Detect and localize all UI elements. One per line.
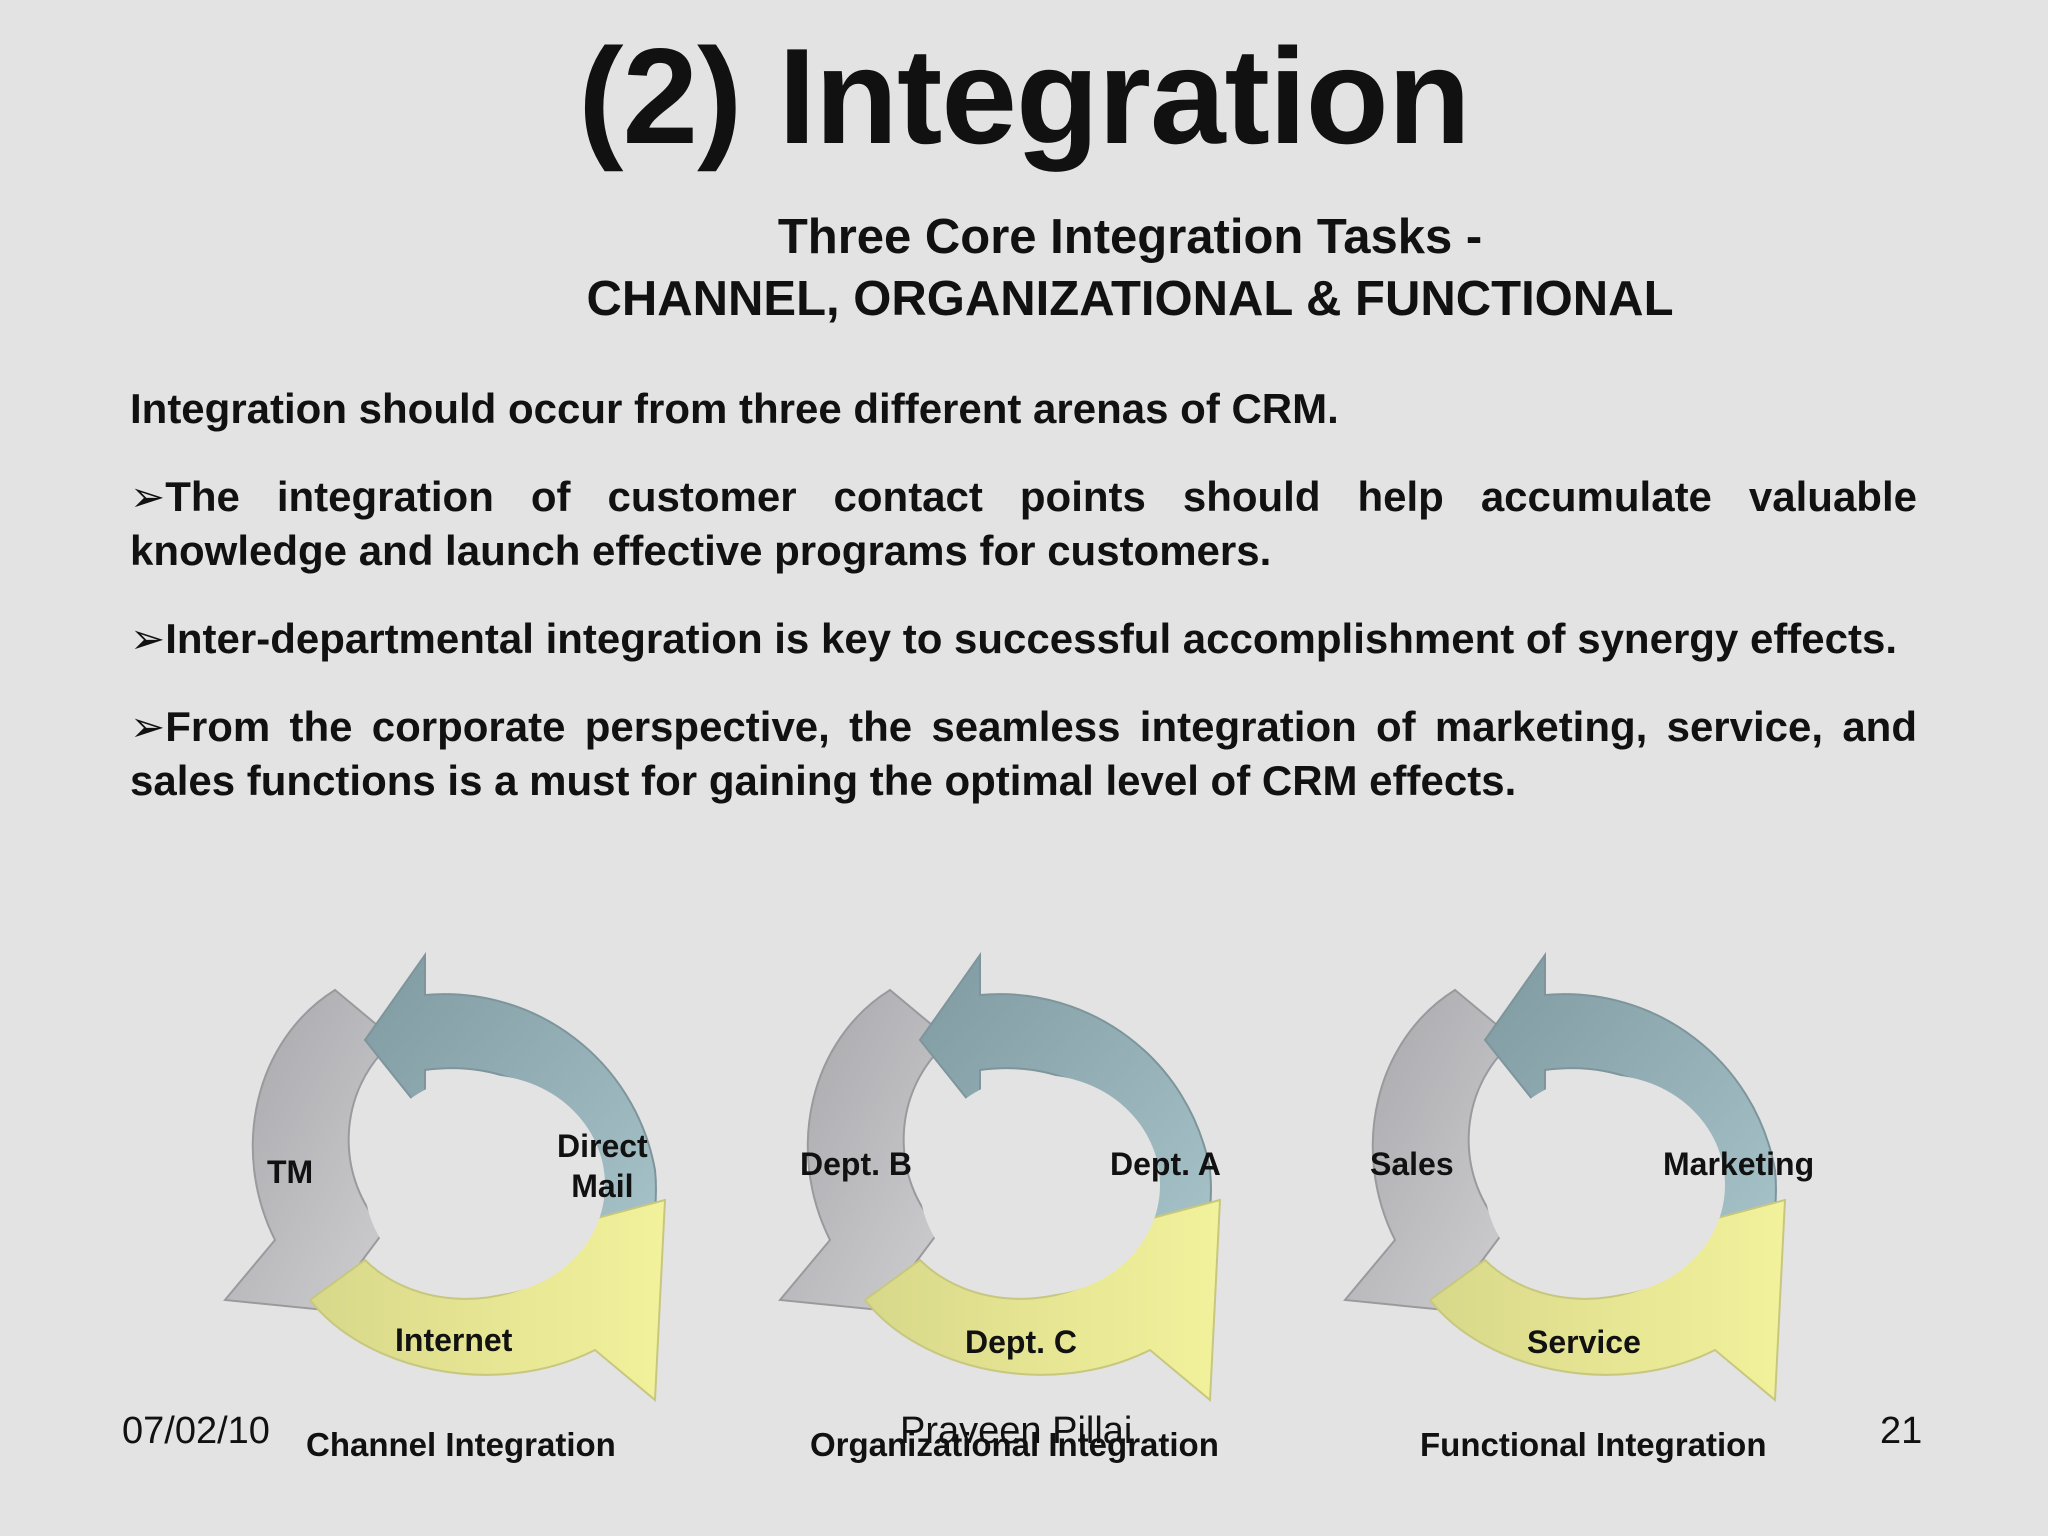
functional-integration-cycle: Sales Marketing Service <box>1335 930 1855 1410</box>
cycle-label-left: Sales <box>1370 1146 1454 1182</box>
subtitle-line-2: CHANNEL, ORGANIZATIONAL & FUNCTIONAL <box>586 272 1674 326</box>
arrowhead-bullet-icon: ➢ <box>130 703 166 750</box>
arrowhead-bullet-icon: ➢ <box>130 473 166 520</box>
caption-organizational-integration: Organizational Integration <box>810 1426 1219 1463</box>
channel-integration-cycle: TM Direct Mail Internet <box>215 930 735 1410</box>
cycle-label-right: Marketing <box>1663 1146 1815 1182</box>
intro-paragraph: Integration should occur from three diff… <box>130 385 1339 432</box>
footer-page-number: 21 <box>1880 1410 1923 1452</box>
subtitle-line-1: Three Core Integration Tasks - <box>777 210 1483 264</box>
cycle-label-right: Dept. A <box>1110 1146 1221 1182</box>
organizational-integration-cycle: Dept. B Dept. A Dept. C <box>770 930 1290 1410</box>
caption-channel-integration: Channel Integration <box>306 1426 616 1463</box>
slide-body: Integration should occur from three diff… <box>130 382 1917 842</box>
cycle-label-left: Dept. B <box>800 1146 912 1182</box>
bullet-item: ➢From the corporate perspective, the sea… <box>130 700 1917 808</box>
cycle-arrows-icon <box>1343 951 1787 1403</box>
bullet-item: ➢Inter-departmental integration is key t… <box>130 612 1917 666</box>
caption-functional-integration: Functional Integration <box>1420 1426 1767 1463</box>
footer-author: Praveen Pillai <box>900 1410 1133 1452</box>
cycle-arrows-icon <box>223 951 667 1403</box>
footer-date: 07/02/10 <box>122 1410 270 1452</box>
slide-subtitle: Three Core Integration Tasks - CHANNEL, … <box>420 206 1840 330</box>
bullet-text: Inter-departmental integration is key to… <box>165 615 1898 662</box>
arrowhead-bullet-icon: ➢ <box>130 615 166 662</box>
bullet-text: The integration of customer contact poin… <box>130 473 1917 574</box>
cycle-label-bottom: Dept. C <box>965 1324 1077 1360</box>
cycle-label-left: TM <box>267 1154 314 1190</box>
cycle-label-bottom: Internet <box>395 1322 513 1358</box>
cycle-arrows-icon <box>778 951 1222 1403</box>
cycle-label-bottom: Service <box>1527 1324 1641 1360</box>
slide-title: (2) Integration <box>578 20 1471 172</box>
cycle-label-right: Direct Mail <box>557 1128 648 1204</box>
bullet-text: From the corporate perspective, the seam… <box>130 703 1917 804</box>
bullet-item: ➢The integration of customer contact poi… <box>130 470 1917 578</box>
